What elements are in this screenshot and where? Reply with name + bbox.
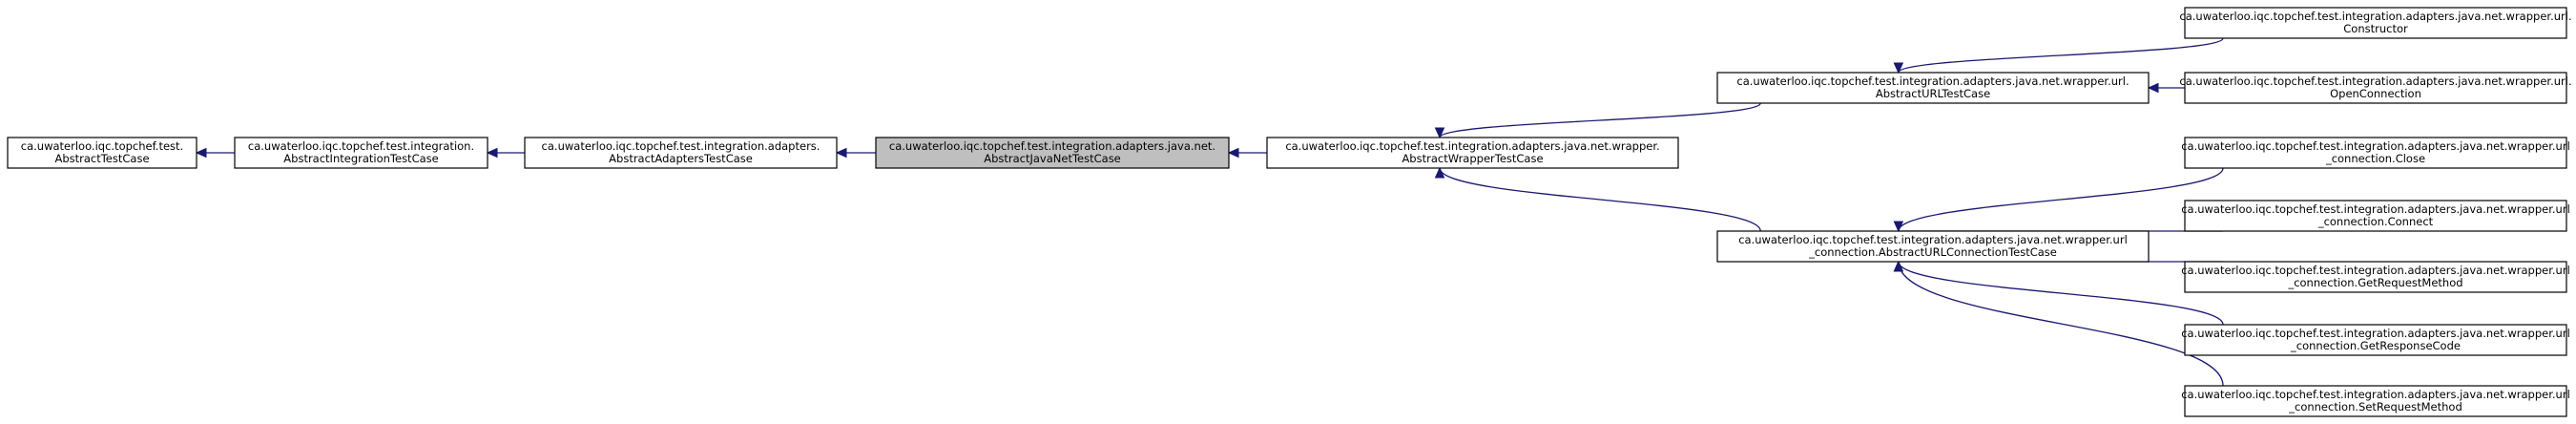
arrowhead-icon <box>1893 62 1904 74</box>
class-node-label-line: AbstractWrapperTestCase <box>1402 152 1543 165</box>
inheritance-edge <box>1898 261 2224 326</box>
class-node-box <box>2184 200 2567 232</box>
class-node-label-line: _connection.GetRequestMethod <box>2287 276 2462 289</box>
arrowhead-icon <box>1227 147 1239 159</box>
class-node-label-line: ca.uwaterloo.iqc.topchef.test.integratio… <box>2181 327 2570 340</box>
class-node-box <box>1716 230 2150 263</box>
class-node-box <box>1266 137 1679 169</box>
class-node-label-line: ca.uwaterloo.iqc.topchef.test.integratio… <box>2179 10 2571 23</box>
class-node-box <box>2184 324 2567 356</box>
class-node-label-line: AbstractIntegrationTestCase <box>283 152 438 165</box>
class-node-box <box>234 137 488 169</box>
class-node-abstract-java-net[interactable]: ca.uwaterloo.iqc.topchef.test.integratio… <box>875 137 1230 169</box>
class-node-conn-connect[interactable]: ca.uwaterloo.iqc.topchef.test.integratio… <box>2181 200 2570 232</box>
class-node-label-line: ca.uwaterloo.iqc.topchef.test. <box>21 139 183 153</box>
class-node-label-line: Constructor <box>2343 22 2408 35</box>
class-node-box <box>7 137 197 169</box>
class-node-label-line: ca.uwaterloo.iqc.topchef.test.integratio… <box>2179 74 2571 88</box>
inheritance-edge <box>1898 261 2224 387</box>
class-node-label-line: ca.uwaterloo.iqc.topchef.test.integratio… <box>2181 388 2570 401</box>
class-node-box <box>2184 261 2567 293</box>
class-node-label-line: AbstractJavaNetTestCase <box>984 152 1121 165</box>
class-node-label-line: AbstractTestCase <box>54 152 149 165</box>
class-node-abstract-adapters[interactable]: ca.uwaterloo.iqc.topchef.test.integratio… <box>524 137 838 169</box>
class-node-label-line: ca.uwaterloo.iqc.topchef.test.integratio… <box>2181 139 2570 153</box>
class-node-label-line: ca.uwaterloo.iqc.topchef.test.integratio… <box>542 139 821 153</box>
class-node-abstract-integration[interactable]: ca.uwaterloo.iqc.topchef.test.integratio… <box>234 137 488 169</box>
class-node-label-line: AbstractURLTestCase <box>1876 87 1990 100</box>
inheritance-edge <box>1439 102 1761 138</box>
class-node-label-line: OpenConnection <box>2330 87 2421 100</box>
class-node-box <box>2184 385 2567 417</box>
class-node-url-constructor[interactable]: ca.uwaterloo.iqc.topchef.test.integratio… <box>2179 7 2572 39</box>
inheritance-edge <box>1898 37 2224 74</box>
class-node-abstract-wrapper[interactable]: ca.uwaterloo.iqc.topchef.test.integratio… <box>1266 137 1679 169</box>
class-node-box <box>875 137 1230 169</box>
arrowhead-icon <box>835 147 847 159</box>
class-node-label-line: ca.uwaterloo.iqc.topchef.test.integratio… <box>2181 202 2570 216</box>
class-node-label-line: ca.uwaterloo.iqc.topchef.test.integratio… <box>1285 139 1659 153</box>
class-node-box <box>2184 137 2567 169</box>
class-node-abstract-test-case[interactable]: ca.uwaterloo.iqc.topchef.test.AbstractTe… <box>7 137 197 169</box>
class-node-box <box>2184 72 2567 104</box>
class-node-label-line: ca.uwaterloo.iqc.topchef.test.integratio… <box>1736 74 2129 88</box>
nodes-layer: ca.uwaterloo.iqc.topchef.test.AbstractTe… <box>7 7 2572 417</box>
class-node-box <box>2184 7 2567 39</box>
arrowhead-icon <box>1893 221 1904 233</box>
class-node-box <box>524 137 838 169</box>
arrowhead-icon <box>1434 166 1445 179</box>
arrowhead-icon <box>486 147 498 159</box>
class-node-abstract-url[interactable]: ca.uwaterloo.iqc.topchef.test.integratio… <box>1716 72 2150 104</box>
class-node-label-line: _connection.Connect <box>2317 215 2434 228</box>
class-node-abstract-url-connection[interactable]: ca.uwaterloo.iqc.topchef.test.integratio… <box>1716 230 2150 263</box>
class-node-conn-get-response-code[interactable]: ca.uwaterloo.iqc.topchef.test.integratio… <box>2181 324 2570 356</box>
arrowhead-icon <box>1434 127 1445 139</box>
class-node-label-line: ca.uwaterloo.iqc.topchef.test.integratio… <box>248 139 474 153</box>
class-node-url-open-connection[interactable]: ca.uwaterloo.iqc.topchef.test.integratio… <box>2179 72 2572 104</box>
inheritance-edge <box>1439 167 1761 232</box>
class-node-label-line: _connection.AbstractURLConnectionTestCas… <box>1808 245 2057 259</box>
class-node-conn-close[interactable]: ca.uwaterloo.iqc.topchef.test.integratio… <box>2181 137 2570 169</box>
class-node-label-line: _connection.SetRequestMethod <box>2288 400 2462 413</box>
class-node-conn-get-request-method[interactable]: ca.uwaterloo.iqc.topchef.test.integratio… <box>2181 261 2570 293</box>
arrowhead-icon <box>2147 82 2159 94</box>
class-node-label-line: _connection.GetResponseCode <box>2290 339 2461 352</box>
class-node-box <box>1716 72 2150 104</box>
class-node-label-line: ca.uwaterloo.iqc.topchef.test.integratio… <box>889 139 1215 153</box>
arrowhead-icon <box>1893 260 1904 272</box>
class-node-label-line: _connection.Close <box>2325 152 2425 165</box>
inheritance-edge <box>1898 167 2224 232</box>
class-node-label-line: AbstractAdaptersTestCase <box>609 152 753 165</box>
class-node-label-line: ca.uwaterloo.iqc.topchef.test.integratio… <box>2181 264 2570 277</box>
class-node-label-line: ca.uwaterloo.iqc.topchef.test.integratio… <box>1738 233 2128 246</box>
class-node-conn-set-request-method[interactable]: ca.uwaterloo.iqc.topchef.test.integratio… <box>2181 385 2570 417</box>
arrowhead-icon <box>195 147 207 159</box>
